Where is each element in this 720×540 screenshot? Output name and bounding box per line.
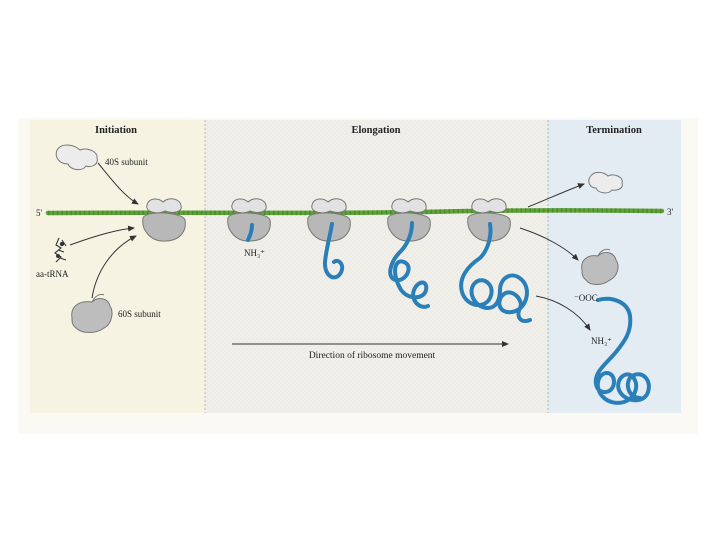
elongation-panel-texture (205, 120, 548, 413)
nh3-label-elongation: NH₃⁺ (244, 248, 265, 258)
free-60s-subunit (71, 293, 113, 333)
header-elongation: Elongation (351, 125, 400, 136)
arrow-release-chain (535, 295, 591, 331)
ribosome-4 (387, 198, 431, 242)
initiation-panel (30, 120, 205, 413)
nascent-chain-2 (322, 222, 345, 280)
nascent-chain-1 (246, 223, 254, 242)
nascent-chain-3 (388, 221, 430, 309)
three-prime-label: 3' (667, 207, 674, 217)
released-polypeptide (593, 296, 651, 405)
label-60s-subunit: 60S subunit (118, 309, 161, 319)
nh3-label-termination: NH₃⁺ (591, 336, 612, 346)
ribosome-2 (227, 198, 271, 242)
ribosome-1 (142, 198, 186, 242)
arrow-release-40s (527, 183, 585, 208)
five-prime-label: 5' (36, 208, 43, 218)
released-40s-subunit (588, 171, 623, 194)
ribosome-3 (307, 198, 351, 242)
free-40s-subunit (55, 144, 98, 171)
header-initiation: Initiation (95, 125, 137, 136)
label-40s-subunit: 40S subunit (105, 157, 148, 167)
arrow-trna-join (69, 225, 135, 246)
header-termination: Termination (586, 125, 642, 136)
cooh-label: ⁻OOC (574, 293, 598, 303)
released-60s-subunit (581, 248, 619, 285)
arrow-release-60s (519, 227, 579, 261)
label-aa-trna: aa-tRNA (36, 269, 69, 279)
arrow-40s-join (97, 162, 139, 205)
nascent-chain-4 (459, 222, 532, 323)
arrow-60s-join (91, 235, 137, 299)
direction-label: Direction of ribosome movement (309, 350, 436, 361)
aa-trna-icon (54, 237, 67, 263)
mrna-texture (47, 208, 663, 216)
